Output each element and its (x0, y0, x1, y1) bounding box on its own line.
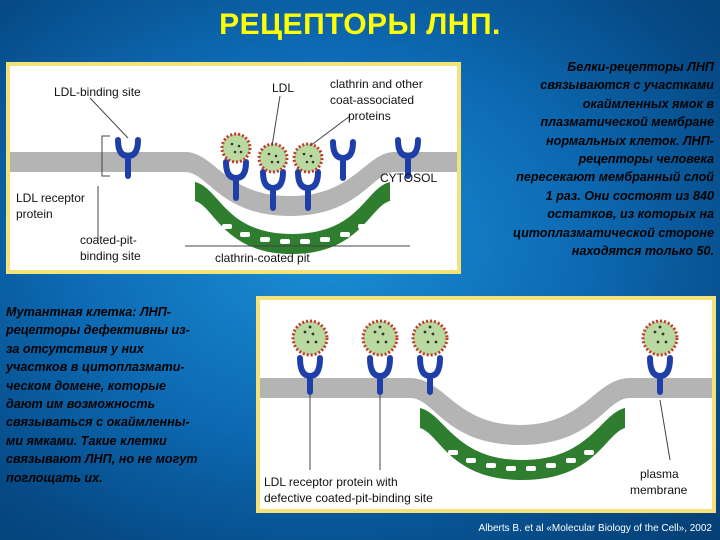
mutant-receptor-description: Мутантная клетка: ЛНП- рецепторы дефекти… (6, 303, 256, 487)
description-line: дают им возможность (6, 397, 156, 412)
label-clathrin-line2: coat-associated (330, 93, 414, 107)
page-title: РЕЦЕПТОРЫ ЛНП. (219, 8, 501, 41)
receptor-icon (297, 355, 673, 395)
label-plasma: plasma (640, 467, 679, 481)
ldl-particle-icon (220, 132, 324, 174)
label-coated-pit-line2: binding site (80, 249, 141, 263)
description-line: участков в цитоплазмати- (6, 360, 185, 375)
label-ldl: LDL (272, 81, 294, 95)
label-membrane: membrane (630, 483, 688, 497)
label-coated-pit-line1: coated-pit- (80, 233, 137, 247)
description-line: связывают ЛНП, но не могут (6, 452, 198, 467)
description-line: Белки-рецепторы ЛНП (567, 60, 714, 74)
ldl-particle-icon (291, 319, 679, 357)
label-ldl-receptor-line2: protein (16, 207, 53, 221)
description-line: рецепторы человека (578, 152, 714, 167)
description-line: за отсутствия у них (6, 341, 144, 356)
mutant-receptor-diagram: LDL receptor protein with defective coat… (260, 319, 712, 505)
description-line: цитоплазматической стороне (512, 225, 714, 240)
receptor-icon (115, 137, 421, 211)
normal-receptor-diagram: LDL-binding site LDL clathrin and other … (10, 77, 457, 265)
description-line: плазматической мембране (540, 115, 714, 130)
description-line: ческом домене, которые (6, 378, 167, 393)
label-ldl-receptor-line1: LDL receptor (16, 191, 85, 205)
label-clathrin-coated-pit: clathrin-coated pit (215, 251, 310, 265)
citation: Alberts B. et al «Molecular Biology of t… (478, 523, 712, 534)
description-line: окаймленных ямок в (582, 96, 714, 111)
mutant-receptor-figure: LDL receptor protein with defective coat… (256, 296, 716, 513)
label-clathrin-line1: clathrin and other (330, 77, 423, 91)
normal-receptor-description: Белки-рецепторы ЛНП связываются с участк… (459, 58, 714, 260)
label-cytosol: CYTOSOL (380, 171, 437, 185)
description-line: рецепторы дефективны из- (6, 323, 190, 338)
description-line: ми ямками. Такие клетки (6, 433, 167, 448)
description-line: пересекают мембранный слой (516, 170, 714, 185)
description-line: Мутантная клетка: ЛНП- (6, 305, 171, 319)
label-clathrin-line3: proteins (348, 109, 391, 123)
description-line: связываются с участками (540, 78, 714, 93)
label-ldl-binding-site: LDL-binding site (54, 85, 141, 99)
description-line: 1 раз. Они состоят из 840 (545, 188, 714, 203)
description-line: нормальных клеток. ЛНП- (546, 133, 714, 148)
description-line: остатков, из которых на (547, 207, 714, 222)
label-defective-line2: defective coated-pit-binding site (264, 491, 433, 505)
description-line: поглощать их. (6, 470, 103, 485)
description-line: связываться с окаймленны- (6, 415, 190, 430)
label-defective-line1: LDL receptor protein with (264, 475, 398, 489)
description-line: находятся только 50. (571, 244, 714, 259)
normal-receptor-figure: LDL-binding site LDL clathrin and other … (6, 62, 461, 274)
